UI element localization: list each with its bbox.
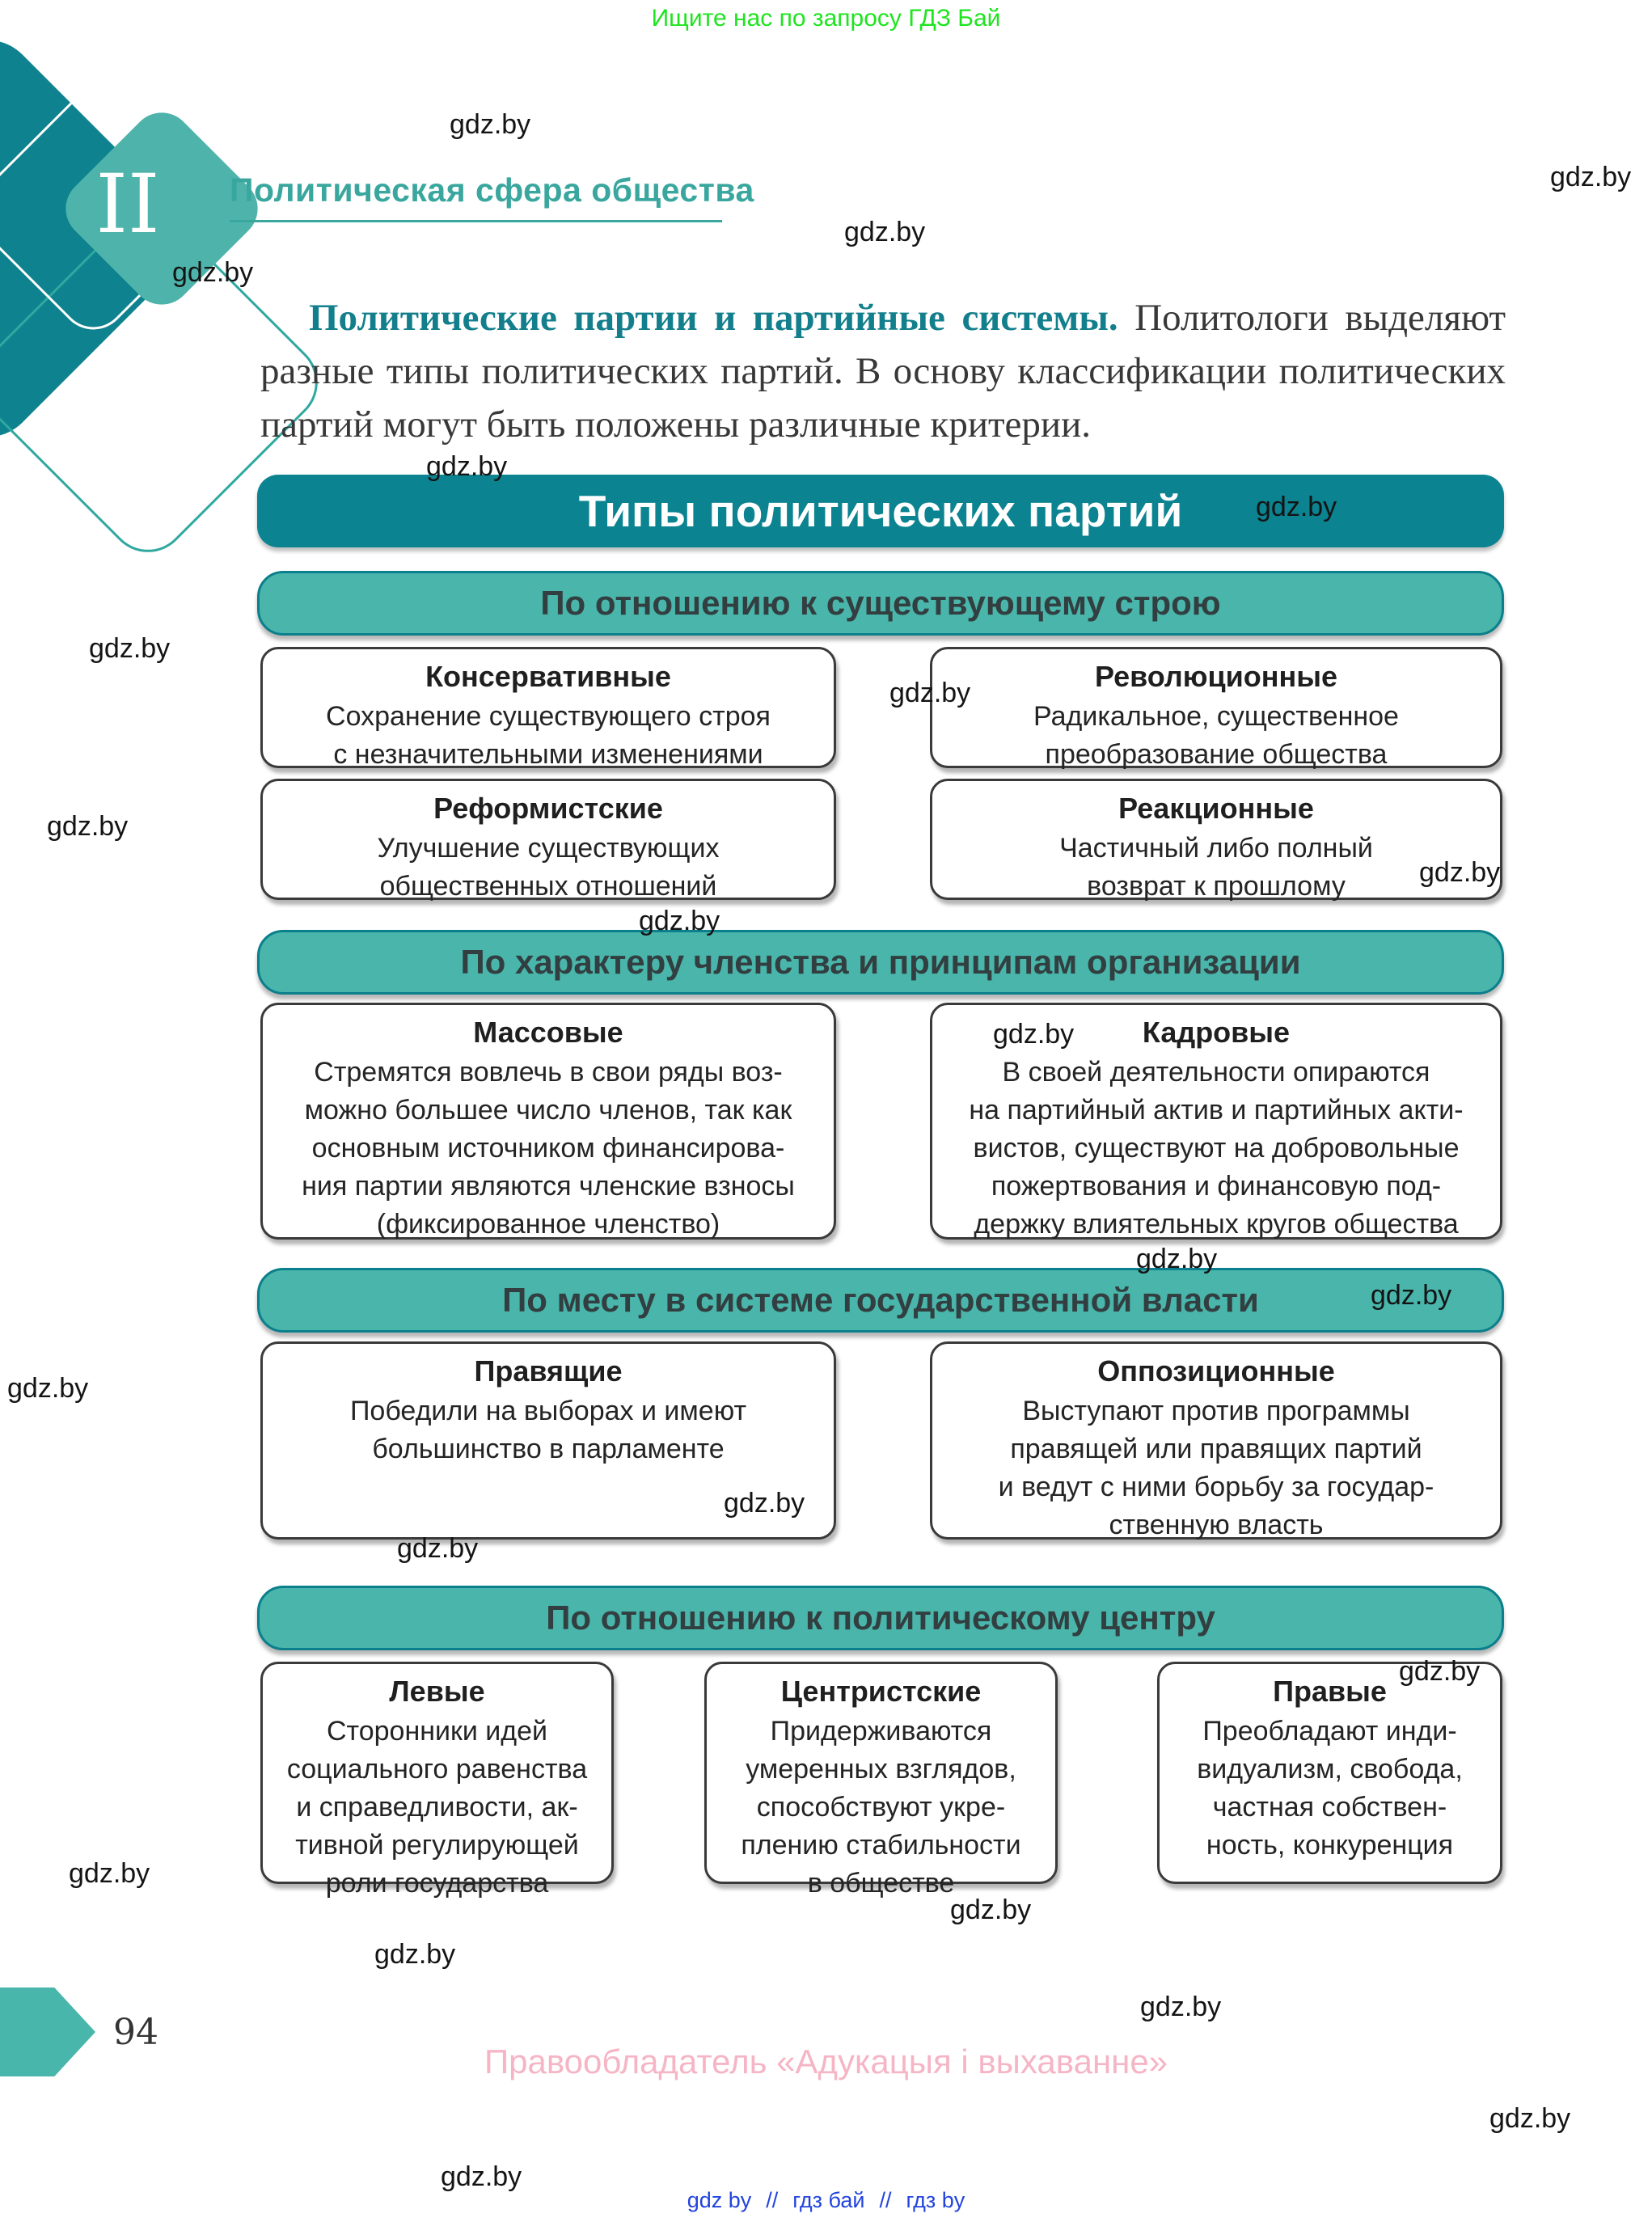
box-body: Придерживаются умеренных взглядов, спосо… xyxy=(741,1716,1021,1899)
diagram-title-bar: Типы политических партий xyxy=(257,475,1504,547)
box-title: Массовые xyxy=(473,1016,623,1049)
gdz-watermark: gdz.by xyxy=(1256,492,1337,522)
box-right-parties: Правые Преобладают инди- видуализм, своб… xyxy=(1157,1662,1502,1884)
gdz-watermark: gdz.by xyxy=(844,217,926,247)
box-body: Улучшение существующих общественных отно… xyxy=(377,833,720,902)
box-title: Левые xyxy=(389,1675,485,1708)
gdz-watermark: gdz.by xyxy=(7,1373,89,1404)
section-heading-political-center: По отношению к политическому центру xyxy=(257,1586,1504,1650)
box-title: Центристские xyxy=(780,1675,982,1708)
box-conservative: Консервативные Сохранение существующего … xyxy=(260,647,836,770)
box-title: Реакционные xyxy=(1118,792,1314,825)
footer-link-separator: // xyxy=(879,2188,892,2212)
box-mass: Массовые Стремятся вовлечь в свои ряды в… xyxy=(260,1003,836,1240)
box-body: Сохранение существующего строя с незначи… xyxy=(326,701,771,770)
chapter-title: Политическая сфера общества xyxy=(230,171,754,209)
box-centrist-parties: Центристские Придерживаются умеренных вз… xyxy=(704,1662,1058,1899)
promo-banner: Ищите нас по запросу ГДЗ Бай xyxy=(651,5,1001,32)
gdz-watermark: gdz.by xyxy=(426,451,508,482)
box-title: Правые xyxy=(1273,1675,1387,1708)
gdz-watermark: gdz.by xyxy=(1136,1244,1218,1274)
footer-links: gdz by // гдз бай // гдз by xyxy=(0,2188,1652,2213)
box-body: Стремятся вовлечь в свои ряды воз- можно… xyxy=(302,1057,795,1240)
box-body: В своей деятельности опираются на партий… xyxy=(969,1057,1464,1240)
box-title: Реформистские xyxy=(433,792,663,825)
box-opposition: Оппозиционные Выступают против программы… xyxy=(930,1341,1502,1540)
gdz-watermark: gdz.by xyxy=(47,811,129,842)
section-heading-membership: По характеру членства и принципам органи… xyxy=(257,930,1504,995)
intro-body-text: Политологи выделяют разные типы политиче… xyxy=(260,297,1506,446)
box-body: Сторонники идей социального равенства и … xyxy=(286,1716,588,1899)
box-title: Оппозиционные xyxy=(1097,1354,1335,1388)
gdz-watermark: gdz.by xyxy=(69,1858,150,1889)
box-body: Радикальное, существенное преобразование… xyxy=(1033,701,1399,770)
section-heading-state-power: По месту в системе государственной власт… xyxy=(257,1268,1504,1333)
chapter-title-underline xyxy=(230,220,722,222)
gdz-watermark: gdz.by xyxy=(1399,1656,1481,1687)
footer-link-gdz-by-2[interactable]: гдз by xyxy=(906,2188,965,2212)
gdz-watermark: gdz.by xyxy=(441,2161,522,2192)
gdz-watermark: gdz.by xyxy=(374,1939,456,1970)
box-revolutionary: Революционные Радикальное, существенное … xyxy=(930,647,1502,770)
gdz-watermark: gdz.by xyxy=(724,1488,805,1519)
gdz-watermark: gdz.by xyxy=(950,1895,1032,1925)
gdz-watermark: gdz.by xyxy=(1419,857,1501,888)
gdz-watermark: gdz.by xyxy=(450,109,531,140)
box-title: Кадровые xyxy=(1142,1016,1291,1049)
box-title: Революционные xyxy=(1094,660,1337,693)
box-left-parties: Левые Сторонники идей социального равенс… xyxy=(260,1662,614,1899)
box-ruling: Правящие Победили на выборах и имеют бол… xyxy=(260,1341,836,1540)
page-number: 94 xyxy=(113,2012,158,2053)
gdz-watermark: gdz.by xyxy=(397,1533,479,1564)
box-cadre: Кадровые В своей деятельности опираются … xyxy=(930,1003,1502,1240)
box-body: Преобладают инди- видуализм, свобода, ча… xyxy=(1197,1716,1463,1861)
footer-link-gdz-by[interactable]: gdz by xyxy=(687,2188,752,2212)
box-title: Правящие xyxy=(474,1354,623,1388)
intro-lead-sentence: Политические партии и партийные системы. xyxy=(309,297,1118,339)
box-body: Частичный либо полный возврат к прошлому xyxy=(1059,833,1373,902)
gdz-watermark: gdz.by xyxy=(1140,1992,1222,2022)
box-reformist: Реформистские Улучшение существующих общ… xyxy=(260,779,836,902)
box-body: Победили на выборах и имеют большинство … xyxy=(349,1396,747,1464)
section-heading-regime: По отношению к существующему строю xyxy=(257,571,1504,636)
intro-paragraph: Политические партии и партийные системы.… xyxy=(260,291,1506,451)
gdz-watermark: gdz.by xyxy=(172,257,254,288)
box-reactionary: Реакционные Частичный либо полный возвра… xyxy=(930,779,1502,902)
gdz-watermark: gdz.by xyxy=(89,633,171,664)
copyright-line: Правообладатель «Адукацыя і выхаванне» xyxy=(484,2042,1168,2080)
footer-link-gdz-bai[interactable]: гдз бай xyxy=(792,2188,865,2212)
gdz-watermark: gdz.by xyxy=(1371,1280,1452,1311)
gdz-watermark: gdz.by xyxy=(639,906,720,936)
chapter-number-badge: II xyxy=(95,157,160,251)
gdz-watermark: gdz.by xyxy=(1489,2103,1571,2134)
footer-link-separator: // xyxy=(766,2188,779,2212)
gdz-watermark: gdz.by xyxy=(889,678,971,708)
gdz-watermark: gdz.by xyxy=(993,1019,1075,1050)
box-title: Консервативные xyxy=(425,660,671,693)
box-body: Выступают против программы правящей или … xyxy=(998,1396,1434,1540)
gdz-watermark: gdz.by xyxy=(1550,162,1632,192)
